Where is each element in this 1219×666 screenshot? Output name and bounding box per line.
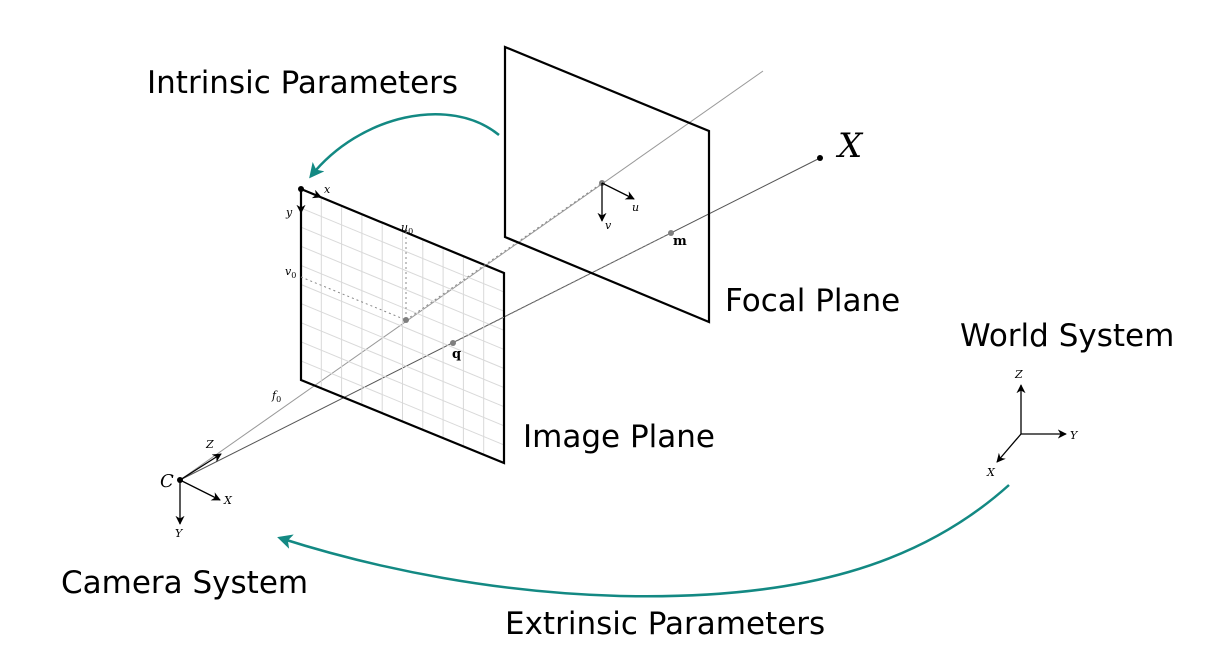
grid-line [300, 245, 505, 331]
focal-plane [503, 45, 711, 324]
v0-label: v0 [285, 265, 296, 280]
focal-u-axis [601, 182, 635, 200]
image-y-label: y [285, 206, 293, 219]
focal-u-label: u [632, 201, 639, 214]
point-q [450, 340, 456, 346]
point-X [817, 155, 823, 161]
camera-center-label: C [160, 471, 174, 492]
camera-Y-label: Y [175, 527, 184, 540]
f0-label: f0 [271, 389, 281, 404]
image-plane-label: Image Plane [523, 419, 715, 455]
grid-line [300, 284, 505, 369]
q-label: q [452, 347, 461, 362]
world-Z-label: Z [1014, 368, 1023, 381]
image-plane [299, 187, 506, 465]
grid-line [300, 341, 505, 427]
camera-system-label: Camera System [61, 565, 308, 601]
camera-Z-label: Z [205, 438, 214, 451]
m-label: m [673, 234, 687, 249]
grid-line [300, 360, 505, 446]
focal-v-label: v [605, 219, 612, 232]
world-Y-label: Y [1070, 429, 1079, 442]
point-m [668, 230, 674, 236]
point-X-label: X [835, 126, 864, 166]
intrinsic-parameters-label: Intrinsic Parameters [147, 65, 458, 101]
focal-plane-label: Focal Plane [725, 283, 900, 319]
image-plane-grid [300, 197, 505, 456]
extrinsic-parameters-label: Extrinsic Parameters [505, 606, 825, 642]
grid-line [300, 303, 505, 389]
projection-ray [179, 157, 821, 481]
image-x-axis [300, 188, 322, 199]
camera-X-axis [179, 479, 221, 501]
grid-line [300, 207, 505, 293]
ray-dotted-segment [452, 232, 672, 344]
u0-label: u0 [401, 221, 413, 236]
principal-point [403, 317, 409, 323]
optical-axis [179, 70, 764, 481]
world-system-label: World System [960, 318, 1174, 354]
v0-guide [300, 276, 407, 321]
image-x-label: x [324, 183, 331, 196]
grid-line [300, 322, 505, 408]
world-X-label: X [986, 466, 996, 479]
camera-Z-axis [179, 453, 222, 481]
grid-line [300, 226, 505, 312]
grid-line [300, 264, 505, 350]
extrinsic-arrow [277, 484, 1010, 598]
intrinsic-arrow [309, 113, 500, 179]
world-X-axis [996, 433, 1022, 463]
camera-X-label: X [223, 494, 233, 507]
